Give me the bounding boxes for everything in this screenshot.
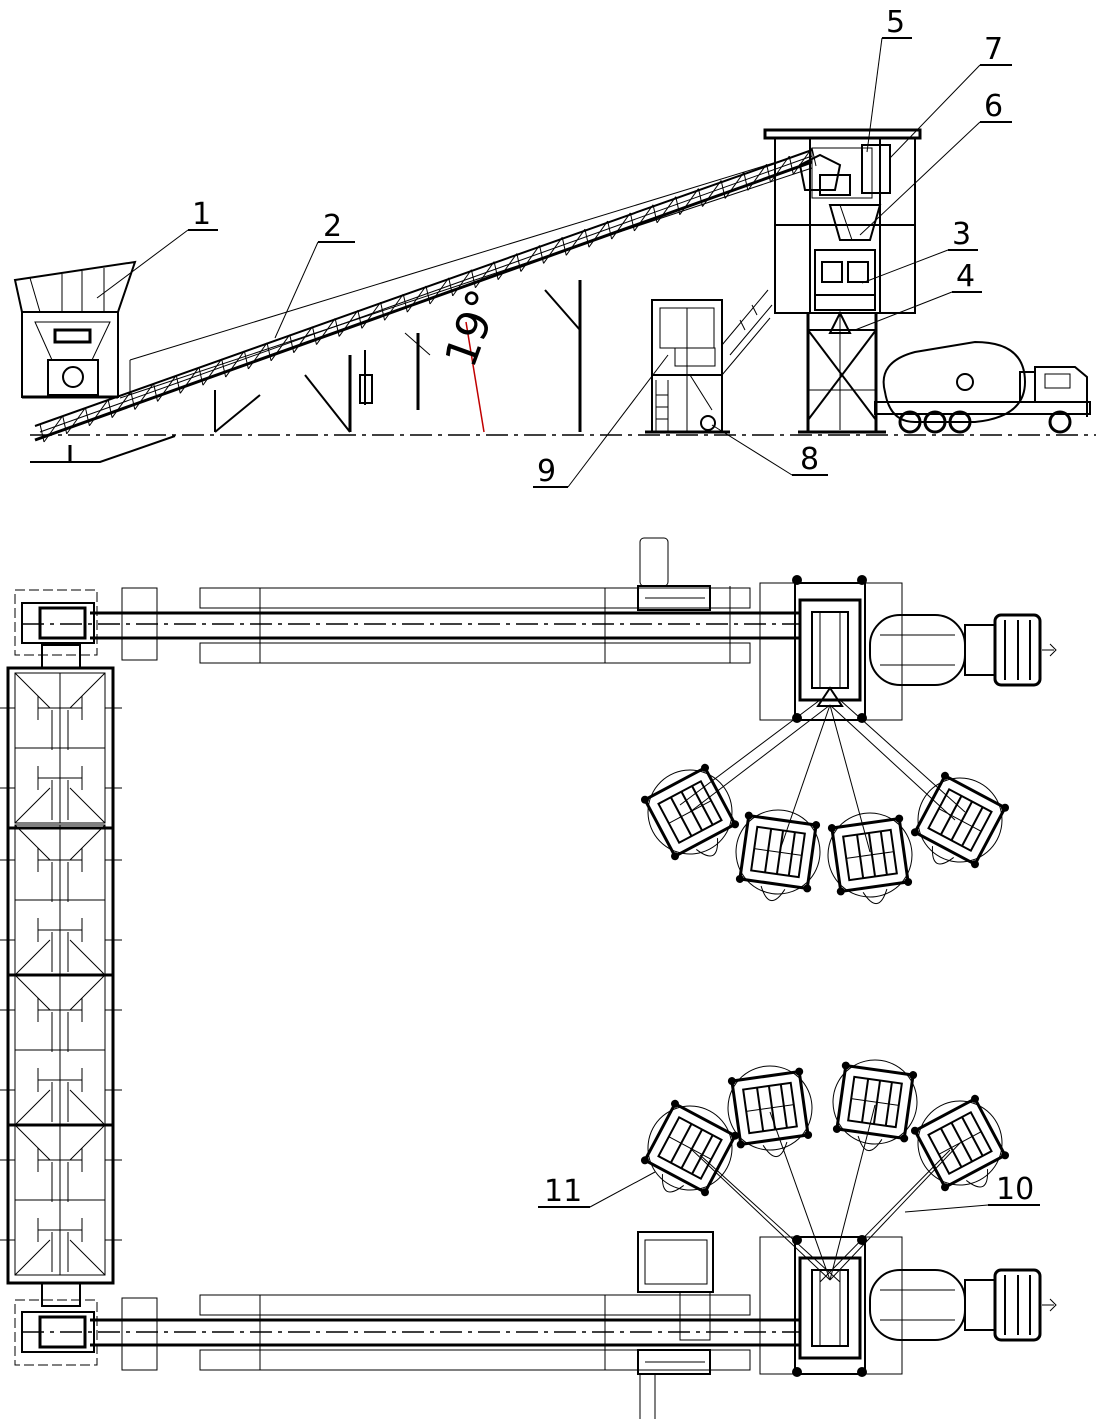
mixing-tower-plan-lower (759, 1235, 1058, 1377)
aggregate-bins-upper (631, 699, 1019, 911)
callout-2-label: 2 (323, 209, 342, 244)
callout-2: 2 (274, 209, 355, 339)
callout-11: 11 (538, 1171, 656, 1209)
storage-yard-plan (0, 644, 123, 1307)
plan-view (0, 537, 1058, 1419)
callout-11-label: 11 (544, 1174, 582, 1209)
inclined-belt-conveyor (34, 147, 817, 443)
callout-7: 7 (889, 32, 1012, 159)
callout-3: 3 (861, 217, 978, 284)
angle-label: 19° (435, 283, 510, 374)
callout-5: 5 (866, 5, 912, 153)
conveyor-truss-members (39, 147, 817, 443)
callout-10: 10 (904, 1172, 1040, 1213)
aggregate-feeder-hopper (13, 260, 176, 463)
callout-6: 6 (859, 89, 1012, 236)
side-elevation-view: 19° (13, 128, 1096, 463)
conveyor-plan-upper (14, 537, 800, 664)
mixing-tower (763, 128, 922, 434)
mixing-tower-plan-upper (759, 575, 1058, 723)
callout-3-label: 3 (952, 217, 971, 252)
control-room (645, 289, 773, 434)
aggregate-bins-lower (628, 1053, 1022, 1283)
conveyor-plan-lower (14, 1231, 800, 1419)
angle-indicator: 19° (435, 283, 510, 433)
callout-1: 1 (96, 197, 218, 299)
callout-4-label: 4 (956, 259, 975, 294)
callout-9-label: 9 (537, 454, 556, 489)
callout-1-label: 1 (192, 197, 211, 232)
callout-8: 8 (711, 424, 828, 477)
callout-7-label: 7 (984, 32, 1003, 67)
callout-4: 4 (854, 259, 982, 331)
callout-6-label: 6 (984, 89, 1003, 124)
callouts: 1 2 3 4 5 7 6 (96, 5, 1040, 1213)
mixer-truck-side (873, 340, 1092, 434)
callout-8-label: 8 (800, 442, 819, 477)
callout-10-label: 10 (996, 1172, 1034, 1207)
callout-9: 9 (533, 354, 669, 489)
callout-5-label: 5 (886, 5, 905, 40)
